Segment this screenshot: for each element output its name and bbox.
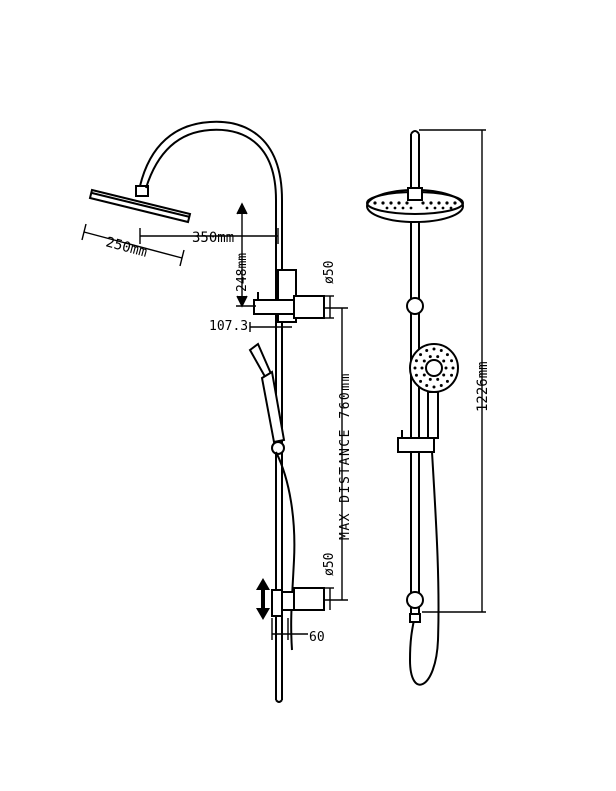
nozzle-dot [414,373,418,377]
nozzle-dot [449,206,453,210]
nozzle-dot [401,206,405,210]
nozzle-dot [439,384,443,388]
nozzle-dot [425,348,429,352]
hand-shower-front [409,343,459,439]
hose-side [275,451,296,651]
nozzle-dot [432,385,436,389]
front-view [366,130,464,686]
nozzle-dot [422,373,426,377]
nozzle-dot [453,201,457,205]
nozzle-dots [373,201,457,389]
nozzle-dot [397,201,401,205]
nozzle-dot [405,201,409,205]
nozzle-dot [437,201,441,205]
nozzle-dot [385,206,389,210]
overhead-shower-head-side [88,188,192,224]
nozzle-dot [393,206,397,210]
hand-shower-side [248,342,286,455]
head-diameter-label: 250mm [104,234,149,260]
total-height-dimension [419,129,486,613]
nozzle-dot [432,347,436,351]
total-height-label: 1226mm [475,361,491,412]
nozzle-dot [428,355,432,359]
overhead-shower-head-front [366,187,464,223]
nozzle-dot [442,359,446,363]
nozzle-dot [409,206,413,210]
nozzle-dot [421,201,425,205]
nozzle-dot [422,359,426,363]
nozzle-dot [419,353,423,357]
side-view [88,120,325,703]
nozzle-dot [441,206,445,210]
rail-ring-lower [406,591,424,609]
lower-bracket-diameter-label: ø50 [322,553,337,576]
nozzle-dot [445,201,449,205]
height-adjust-arrow-icon [256,578,270,620]
nozzle-dot [419,379,423,383]
nozzle-dot [425,384,429,388]
nozzle-dot [450,373,454,377]
nozzle-dot [436,355,440,359]
max-distance-label: MAX DISTANCE 760mm [338,372,353,540]
nozzle-dot [442,373,446,377]
rail-ring-upper [406,297,424,315]
lower-offset-label: 60 [309,630,325,645]
nozzle-dot [420,366,424,370]
hose-front [408,451,440,686]
nozzle-dot [373,201,377,205]
nozzle-dot [381,201,385,205]
nozzle-dot [413,366,417,370]
upper-wall-bracket [253,269,325,323]
slide-bracket-front [397,437,435,453]
upper-bracket-diameter-label: ø50 [322,261,337,284]
nozzle-dot [425,206,429,210]
nozzle-dot [439,348,443,352]
nozzle-dot [436,377,440,381]
gooseneck-arm [145,128,277,201]
nozzle-dot [389,201,393,205]
nozzle-dot [445,353,449,357]
nozzle-dot [433,206,437,210]
nozzle-dot [444,366,448,370]
head-length-label: 350mm [192,230,234,246]
bracket-offset-label: 107.3 [209,319,248,334]
nozzle-dot [445,379,449,383]
nozzle-dot [450,359,454,363]
nozzle-dot [451,366,455,370]
nozzle-dot [428,377,432,381]
lower-wall-bracket [271,587,325,617]
side-view-dimensions [81,202,348,640]
nozzle-dot [429,201,433,205]
nozzle-dot [414,359,418,363]
arm-drop-label: 248mm [235,253,250,292]
